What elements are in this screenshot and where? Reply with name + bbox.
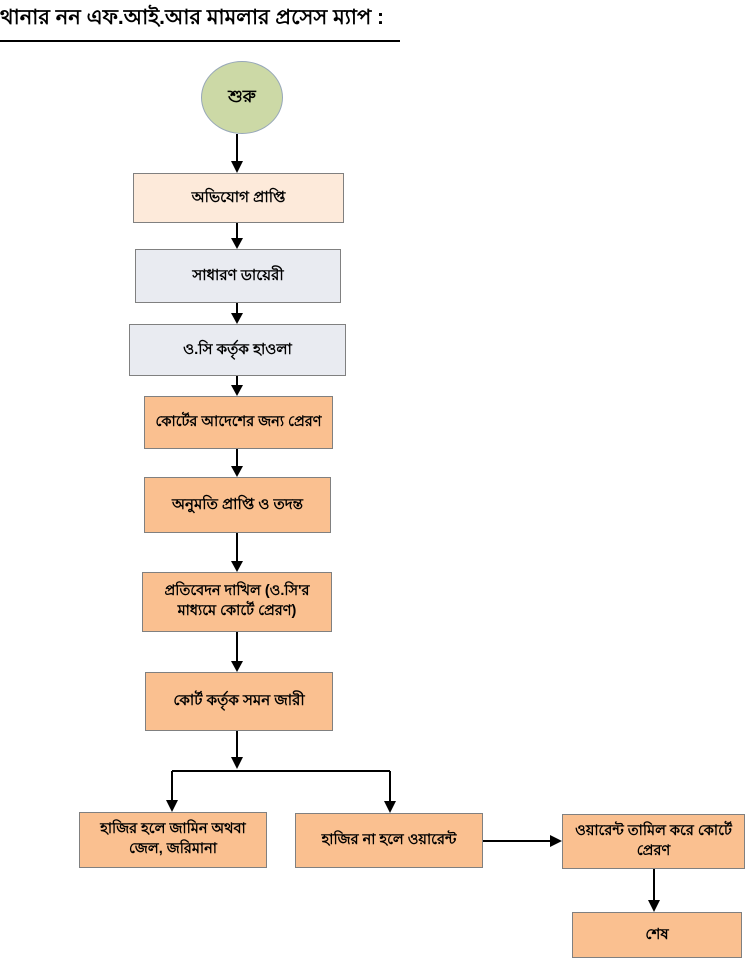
node-warrant-executed-sent-to-court: ওয়ারেন্ট তামিল করে কোর্টে প্রেরণ bbox=[562, 814, 745, 869]
arrow-oc-to-court-order bbox=[231, 376, 243, 396]
start-node: শুরু bbox=[201, 61, 283, 134]
end-node: শেষ bbox=[572, 912, 742, 958]
node-summons-issued: কোর্ট কর্তৃক সমন জারী bbox=[145, 672, 333, 731]
arrow-complaint-to-diary bbox=[231, 223, 243, 249]
arrow-branch-to-warrant bbox=[384, 771, 396, 813]
node-oc-handover: ও.সি কর্তৃক হাওলা bbox=[129, 324, 346, 376]
arrow-permission-to-report bbox=[231, 533, 243, 572]
node-send-for-court-order: কোর্টের আদেশের জন্য প্রেরণ bbox=[144, 396, 333, 449]
node-appear-bail-jail-fine: হাজির হলে জামিন অথবা জেল, জরিমানা bbox=[79, 812, 267, 868]
arrow-branch-to-bail bbox=[166, 771, 178, 812]
node-not-appear-warrant: হাজির না হলে ওয়ারেন্ট bbox=[295, 813, 483, 868]
node-general-diary: সাধারণ ডায়েরী bbox=[135, 249, 341, 303]
arrow-diary-to-oc bbox=[231, 303, 243, 324]
node-report-submission: প্রতিবেদন দাখিল (ও.সি'র মাধ্যমে কোর্টে প… bbox=[142, 572, 332, 632]
arrow-summons-to-branch bbox=[231, 731, 243, 769]
arrow-start-to-complaint bbox=[231, 134, 243, 173]
arrow-warrant-to-executed bbox=[483, 835, 562, 847]
arrow-executed-to-end bbox=[648, 869, 660, 912]
arrow-court-order-to-permission bbox=[231, 449, 243, 477]
page-title: থানার নন এফ.আই.আর মামলার প্রসেস ম্যাপ : bbox=[0, 1, 401, 42]
node-permission-and-investigation: অনুমতি প্রাপ্তি ও তদন্ত bbox=[144, 477, 331, 533]
node-complaint-received: অভিযোগ প্রাপ্তি bbox=[133, 173, 344, 223]
arrow-report-to-summons bbox=[231, 632, 243, 672]
